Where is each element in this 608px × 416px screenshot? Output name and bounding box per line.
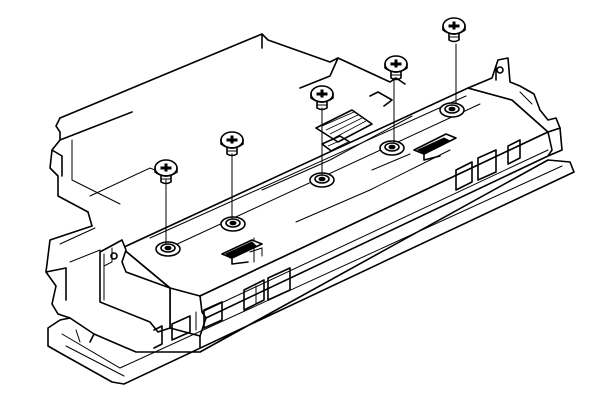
bracket-right-end: [467, 57, 561, 133]
screw-hole-4: [379, 140, 405, 156]
assembly-guide-lines: [165, 43, 457, 245]
screws: [154, 17, 466, 185]
screw-5: [442, 17, 466, 43]
bracket-left-end: [99, 239, 171, 333]
screw-2: [220, 131, 244, 157]
screw-holes: [155, 102, 465, 257]
front-slots: [153, 139, 521, 349]
screw-4: [384, 55, 408, 81]
screw-hole-3: [309, 172, 335, 188]
screw-hole-1: [155, 241, 181, 257]
bracket-base-flange: [47, 159, 575, 385]
screw-hole-5: [439, 102, 465, 118]
screw-3: [310, 85, 334, 111]
screw-hole-2: [220, 216, 246, 232]
top-clips: [221, 133, 457, 265]
screw-1: [154, 159, 178, 185]
